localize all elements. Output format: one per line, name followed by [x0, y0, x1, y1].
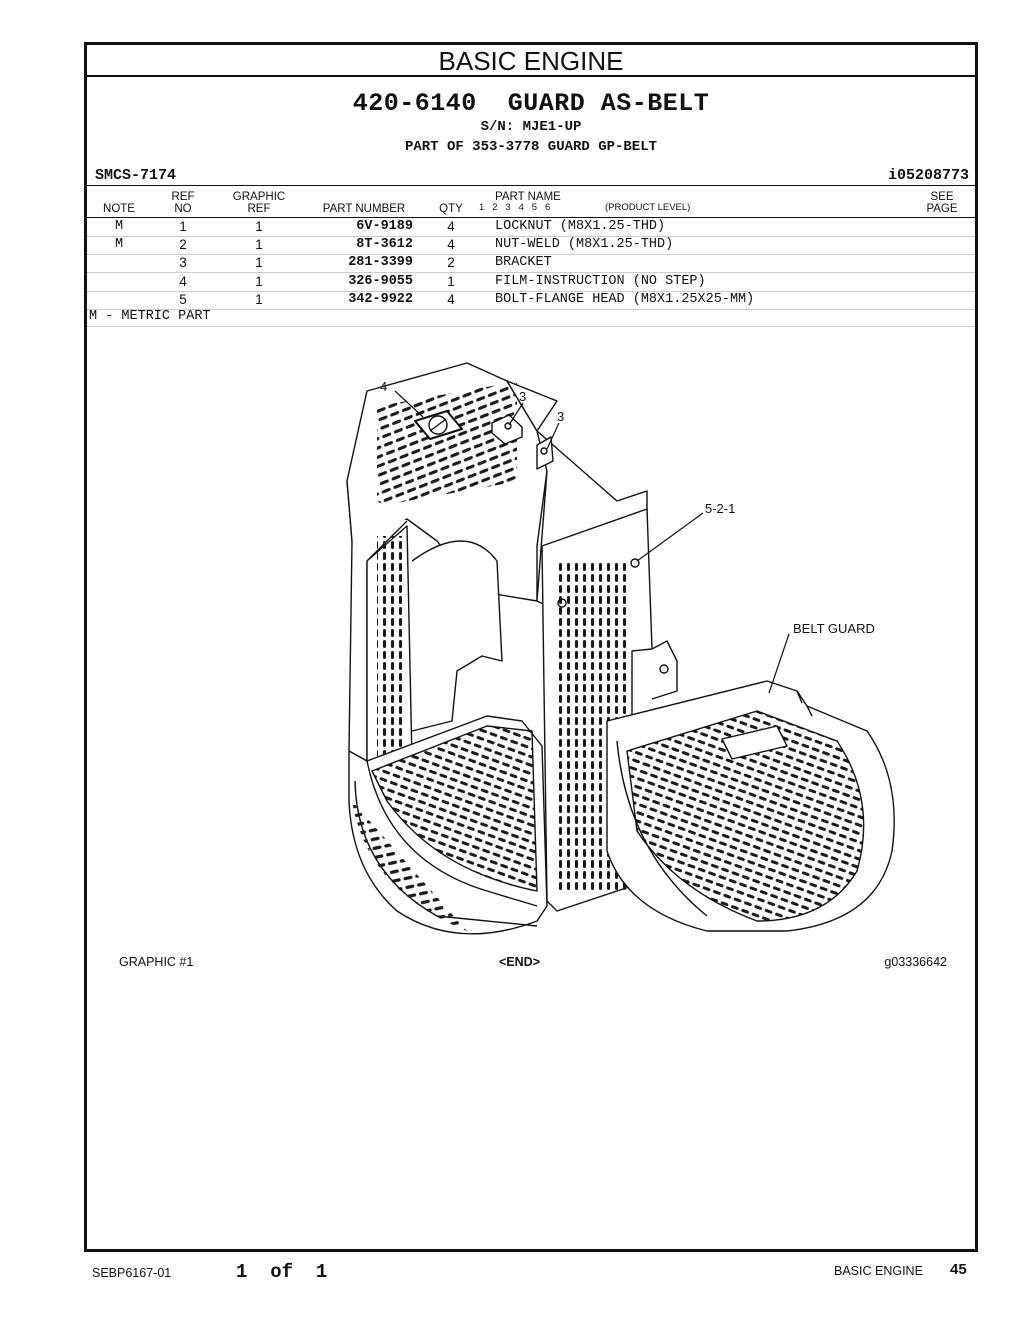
legend-rule	[87, 326, 975, 327]
row-part-number: 6V-9189	[356, 219, 413, 234]
row-part-name: BRACKET	[495, 255, 552, 271]
callout-4: 4	[380, 379, 387, 394]
row-part-number: 8T-3612	[356, 237, 413, 253]
row-ref-no: 4	[179, 273, 187, 289]
table-row: 4 1 326-9055 1 FILM-INSTRUCTION (NO STEP)	[87, 273, 975, 292]
table-row: M 2 1 8T-3612 4 NUT-WELD (M8X1.25-THD)	[87, 236, 975, 256]
belt-guard-illustration: 4 3 3 5-2-1 BELT GUARD	[346, 362, 895, 935]
col-product-level: (PRODUCT LEVEL)	[605, 202, 691, 213]
page-frame: BASIC ENGINE 420-6140 GUARD AS-BELT S/N:…	[84, 42, 978, 1252]
row-part-number: 342-9922	[348, 291, 413, 307]
row-qty: 4	[447, 219, 455, 234]
row-part-name: NUT-WELD (M8X1.25-THD)	[495, 237, 674, 253]
row-part-name: BOLT-FLANGE HEAD (M8X1.25X25-MM)	[495, 291, 755, 307]
col-ref-no-top: REF	[171, 191, 195, 203]
graphic-caption: GRAPHIC #1	[119, 955, 194, 969]
row-ref-no: 1	[179, 219, 187, 234]
table-row: 5 1 342-9922 4 BOLT-FLANGE HEAD (M8X1.25X25-…	[87, 291, 975, 310]
metric-legend: M - METRIC PART	[89, 309, 211, 324]
row-ref-no: 2	[179, 237, 187, 253]
row-ref-no: 5	[179, 291, 187, 307]
end-marker: <END>	[499, 955, 540, 969]
col-see-page-bottom: PAGE	[926, 203, 958, 215]
callout-5-2-1: 5-2-1	[705, 501, 735, 516]
belt-guard-label: BELT GUARD	[793, 621, 875, 636]
row-graphic-ref: 1	[255, 237, 263, 253]
graphic-id: g03336642	[884, 955, 947, 969]
col-graphic-ref-top: GRAPHIC	[232, 191, 286, 203]
callout-3a: 3	[519, 389, 526, 404]
row-graphic-ref: 1	[255, 255, 263, 271]
row-part-number: 281-3399	[348, 255, 413, 271]
illustration-reference: i05208773	[887, 167, 969, 184]
col-see-page-top: SEE	[930, 191, 954, 203]
row-note: M	[114, 237, 124, 253]
row-graphic-ref: 1	[255, 291, 263, 307]
row-graphic-ref: 1	[255, 273, 263, 289]
col-note: NOTE	[103, 203, 135, 215]
header-bottom-rule	[87, 217, 975, 218]
row-qty: 4	[447, 237, 455, 253]
col-product-level-digits: 1 2 3 4 5 6	[479, 202, 551, 213]
table-row: M 1 1 6V-9189 4 LOCKNUT (M8X1.25-THD)	[87, 218, 975, 237]
assembly-title: 420-6140 GUARD AS-BELT	[352, 89, 710, 118]
row-qty: 2	[447, 255, 455, 271]
row-graphic-ref: 1	[255, 219, 263, 234]
page-of: 1 of 1	[236, 1261, 328, 1283]
row-note: M	[114, 219, 124, 234]
col-graphic-ref-bottom: REF	[247, 203, 271, 215]
row-ref-no: 3	[179, 255, 187, 271]
row-qty: 1	[447, 273, 455, 289]
serial-range: S/N: MJE1-UP	[480, 119, 582, 135]
col-ref-no-bottom: NO	[174, 203, 192, 215]
header-top-rule	[87, 185, 975, 186]
section-banner: BASIC ENGINE	[87, 45, 975, 77]
footer-section: BASIC ENGINE	[834, 1264, 923, 1278]
smcs-code: SMCS-7174	[95, 167, 177, 184]
row-part-name: LOCKNUT (M8X1.25-THD)	[495, 219, 666, 234]
callout-3b: 3	[557, 409, 564, 424]
page-number: 45	[950, 1261, 967, 1278]
table-row: 3 1 281-3399 2 BRACKET	[87, 254, 975, 274]
row-part-name: FILM-INSTRUCTION (NO STEP)	[495, 273, 706, 289]
part-of-line: PART OF 353-3778 GUARD GP-BELT	[404, 139, 658, 155]
row-part-number: 326-9055	[348, 273, 413, 289]
col-qty: QTY	[439, 203, 463, 215]
row-qty: 4	[447, 291, 455, 307]
doc-number: SEBP6167-01	[92, 1266, 172, 1280]
col-part-name: PART NAME	[495, 191, 561, 203]
col-part-number: PART NUMBER	[322, 203, 406, 215]
